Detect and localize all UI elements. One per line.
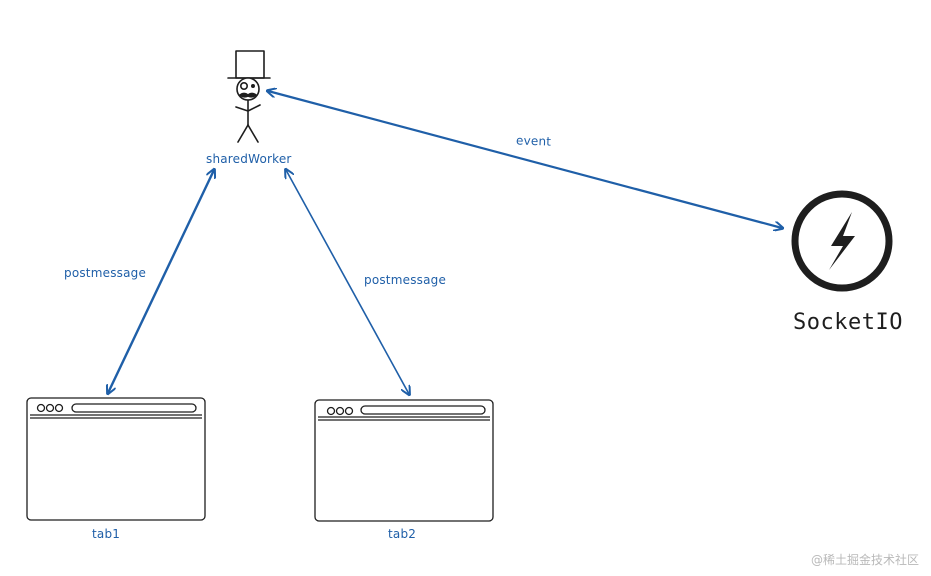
edge-worker-socket xyxy=(268,91,782,228)
worker-figure-icon xyxy=(227,50,271,143)
edge-label-postmessage-tab2: postmessage xyxy=(364,273,447,287)
edge-worker-tab2 xyxy=(286,170,409,394)
worker-label: sharedWorker xyxy=(206,152,292,166)
tab1-label: tab1 xyxy=(92,527,121,541)
tab2-window-icon xyxy=(314,399,494,522)
socketio-label: SocketIO xyxy=(793,310,903,335)
edge-worker-tab1 xyxy=(108,170,214,393)
tab2-label: tab2 xyxy=(388,527,417,541)
watermark: @稀土掘金技术社区 xyxy=(810,553,919,567)
edge-label-postmessage-tab1: postmessage xyxy=(64,266,147,280)
edge-label-event: event xyxy=(515,133,552,149)
socketio-logo-icon xyxy=(791,190,893,292)
tab1-window-icon xyxy=(26,397,206,521)
